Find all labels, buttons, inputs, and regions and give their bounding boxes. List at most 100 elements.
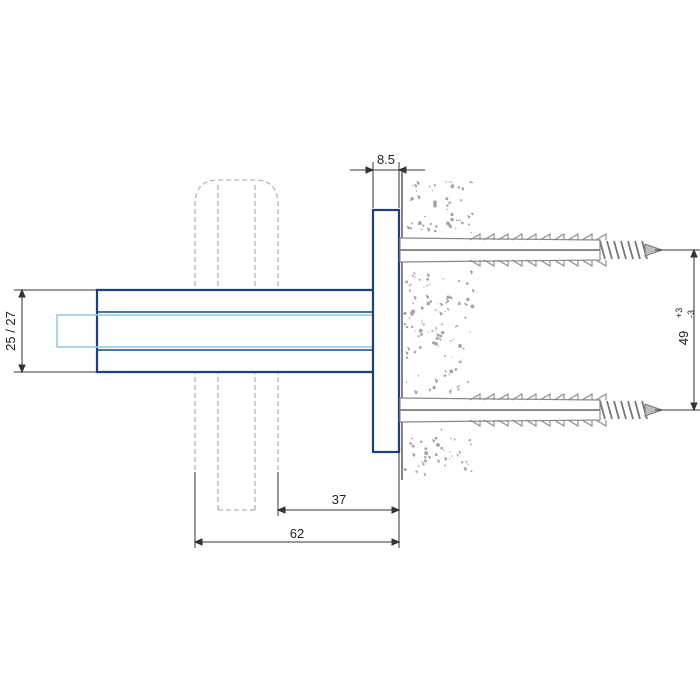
speckle (470, 231, 473, 234)
speckle (410, 437, 413, 440)
speckle (446, 204, 449, 207)
speckle (458, 343, 463, 348)
speckle (420, 228, 423, 231)
speckle (405, 325, 409, 329)
dimension-overall-depth (193, 472, 401, 548)
speckle (434, 453, 438, 457)
speckle (443, 354, 447, 358)
speckle (456, 453, 459, 457)
speckle (464, 316, 467, 319)
speckle (421, 322, 423, 324)
speckle (432, 385, 436, 390)
speckle (451, 356, 454, 358)
label-screw-spacing-group: 49 +3 -3 (674, 308, 696, 346)
speckle (467, 463, 469, 466)
speckle (405, 280, 409, 284)
speckle (423, 472, 427, 476)
speckle (459, 199, 463, 202)
speckle (424, 451, 429, 456)
speckle (434, 378, 439, 384)
speckle (446, 295, 450, 300)
speckle (406, 346, 411, 352)
speckle (410, 311, 413, 314)
speckle (413, 271, 416, 276)
speckle (444, 369, 447, 374)
speckle (437, 345, 440, 347)
label-screw-spacing: 49 (676, 331, 691, 345)
speckle (457, 388, 460, 391)
speckle (448, 201, 452, 204)
speckle (459, 360, 462, 364)
speckle (429, 222, 432, 226)
speckle (444, 464, 446, 467)
speckle (450, 339, 452, 342)
speckle (450, 184, 455, 189)
speckle (416, 194, 421, 200)
speckle (445, 197, 449, 201)
speckle (434, 309, 437, 312)
speckle (415, 190, 418, 192)
speckle (431, 329, 434, 333)
speckle (411, 302, 415, 305)
speckle (420, 305, 425, 311)
speckle (463, 466, 468, 472)
label-screw-spacing-tol-minus: -3 (686, 310, 696, 318)
speckle (423, 455, 427, 460)
speckle (406, 225, 410, 230)
speckle (442, 277, 444, 280)
speckle (424, 447, 428, 451)
speckle (413, 295, 417, 301)
speckle (454, 325, 457, 329)
speckle (411, 325, 414, 329)
speckle (458, 385, 460, 388)
speckle (405, 380, 408, 384)
speckle (450, 217, 454, 222)
speckle (405, 350, 409, 356)
speckle (413, 389, 418, 395)
speckle (460, 461, 464, 464)
speckle (457, 302, 461, 306)
speckle (427, 455, 432, 460)
speckle (448, 389, 453, 395)
speckle (443, 449, 445, 452)
speckle (435, 336, 439, 341)
speckle (426, 273, 430, 278)
speckle (426, 284, 428, 287)
speckle (463, 302, 467, 306)
speckle (432, 200, 437, 205)
speckle (444, 310, 447, 313)
speckle (428, 283, 431, 286)
speckle (436, 459, 441, 464)
speckle (434, 341, 438, 346)
speckle (439, 302, 444, 307)
speckle (435, 225, 438, 228)
speckle (410, 283, 412, 286)
speckle (443, 374, 447, 377)
speckle (433, 203, 437, 208)
speckle (423, 459, 427, 463)
speckle (435, 442, 440, 447)
speckle (446, 208, 448, 211)
speckle (448, 457, 451, 460)
speckle (466, 380, 470, 384)
speckle (457, 219, 460, 222)
speckle (439, 311, 443, 317)
speckle (462, 347, 465, 350)
speckle (414, 276, 416, 279)
speckle (422, 323, 425, 326)
dimension-glass-thickness (14, 288, 97, 374)
speckle (461, 221, 464, 225)
speckle (446, 307, 450, 311)
speckle (454, 368, 458, 371)
speckle (441, 323, 444, 326)
screw-thread (599, 240, 648, 260)
speckle (445, 301, 448, 305)
speckle (462, 189, 465, 191)
speckle (455, 219, 458, 222)
speckle (420, 333, 423, 336)
speckle (471, 181, 474, 184)
dimension-screw-spacing (655, 248, 700, 412)
speckle (418, 328, 423, 333)
speckle (433, 229, 437, 233)
speckle (409, 441, 413, 446)
